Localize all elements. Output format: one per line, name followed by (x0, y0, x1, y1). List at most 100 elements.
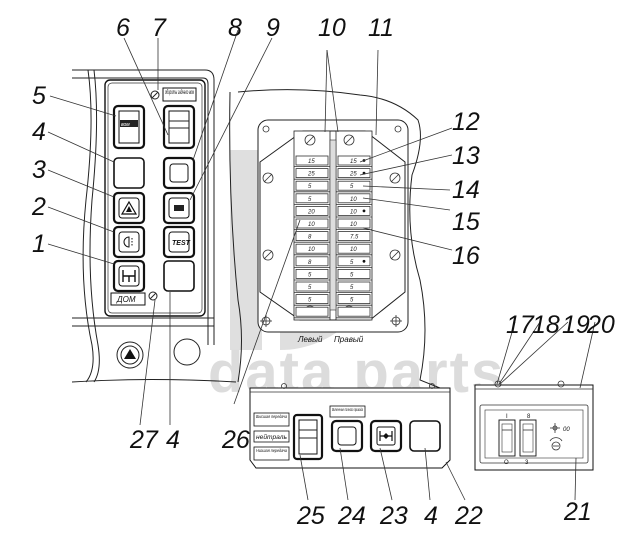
fuse-slot[interactable] (295, 243, 329, 254)
fuse-slot[interactable] (337, 306, 371, 317)
mount-crosshair-icon (260, 315, 272, 327)
high-gear-label: Высшая передача (256, 414, 287, 419)
rocker-switch-5[interactable]: вом (112, 104, 146, 150)
callout-27: 27 (129, 426, 159, 454)
fuse-slot[interactable] (295, 231, 329, 242)
engine-indicator-button-9[interactable] (162, 191, 196, 225)
fuse-slot[interactable] (337, 281, 371, 292)
button-8[interactable] (162, 156, 196, 190)
screw-icon (150, 90, 160, 100)
fuse-rating: 5 (350, 298, 354, 304)
fuse-rating: 25 (307, 172, 315, 178)
callout-17: 17 (506, 311, 535, 339)
fuse-rating: 10 (308, 222, 315, 228)
fuse-rating: 5 (308, 197, 312, 203)
callout-3: 3 (32, 156, 46, 184)
fuse-slot[interactable] (337, 294, 371, 305)
fuse-rating: 8 (308, 260, 312, 266)
callout-4-bottom: 4 (424, 502, 438, 530)
fuse-slot[interactable] (337, 231, 371, 242)
fuse-marker-dot (362, 259, 366, 263)
fuse-rating: 5 (308, 184, 312, 190)
fuse-slot[interactable] (295, 294, 329, 305)
fuse-slot[interactable] (295, 155, 329, 166)
callout-22: 22 (454, 502, 483, 530)
fuse-rating: 5 (350, 184, 354, 190)
fuse-slot[interactable] (295, 180, 329, 191)
symbol-text: 00 (563, 427, 570, 433)
fuse-rating: 15 (350, 159, 357, 165)
callout-numbers: 5 4 3 2 1 6 7 8 9 10 11 12 13 14 15 16 1… (31, 14, 615, 530)
blank-plug-4c (409, 420, 441, 452)
fuse-slot[interactable] (295, 268, 329, 279)
callout-16: 16 (452, 242, 480, 270)
fuse-slot[interactable] (295, 218, 329, 229)
fuse-rating: 10 (350, 247, 357, 253)
switch2-bottom-label: 3 (525, 460, 529, 466)
switch1-top-label: I (506, 414, 508, 420)
left-dashboard-housing (71, 69, 237, 383)
fuse-slot[interactable] (295, 306, 329, 317)
blank-plug-4b (163, 260, 195, 292)
fuse-rating: 5 (308, 298, 312, 304)
hazard-button-outer (116, 341, 144, 369)
callout-12: 12 (452, 108, 480, 136)
fuse-rating: 5 (308, 272, 312, 278)
fuse-slot[interactable] (337, 155, 371, 166)
callout-9: 9 (266, 14, 280, 42)
fuse-rating: 5 (350, 260, 354, 266)
low-gear-label: Низшая передача (256, 448, 287, 453)
crosshair-symbol-icon (550, 423, 560, 433)
fuse-rating: 5 (350, 285, 354, 291)
fuse-slot[interactable] (337, 268, 371, 279)
test-button[interactable]: TEST (162, 225, 196, 259)
right-rocker-switch-2[interactable] (519, 419, 537, 457)
fuse-slot[interactable] (295, 256, 329, 267)
callout-24: 24 (337, 502, 366, 530)
awd-label: Включение полного привода (332, 407, 363, 412)
rotary-knob-icon[interactable] (549, 437, 563, 451)
fuse-rating: 10 (350, 222, 357, 228)
gear-range-switch-25[interactable] (292, 413, 324, 461)
callout-5: 5 (32, 82, 46, 110)
switch2-top-label: 8 (527, 414, 531, 420)
awd-button-24[interactable] (330, 419, 364, 453)
fuse-slot[interactable] (337, 193, 371, 204)
fuse-slot[interactable] (337, 218, 371, 229)
right-rocker-switch-1[interactable] (498, 419, 516, 457)
engine-icon (174, 205, 184, 211)
fuse-left-label: Левый (297, 335, 323, 344)
fuse-rating: 10 (350, 209, 357, 215)
callout-6: 6 (116, 14, 130, 42)
round-cap (173, 338, 201, 366)
headlight-button-2[interactable] (112, 225, 146, 259)
fuse-rating: 25 (349, 172, 357, 178)
fuse-slot[interactable] (337, 205, 371, 216)
hazard-warning-button-3[interactable] (112, 191, 146, 225)
callout-20: 20 (586, 311, 615, 339)
callout-1: 1 (32, 230, 46, 258)
fuse-slot[interactable] (337, 256, 371, 267)
right-switch-panel: I 8 O 3 00 (474, 380, 594, 471)
fuse-block-outline (229, 89, 441, 389)
fuse-slot[interactable] (295, 193, 329, 204)
callout-14: 14 (452, 176, 480, 204)
callout-15: 15 (452, 208, 480, 236)
rocker-switch-6[interactable] (162, 104, 196, 150)
callout-10: 10 (318, 14, 346, 42)
diff-lock-button-1[interactable] (112, 259, 146, 293)
fuse-slot[interactable] (337, 180, 371, 191)
callout-19: 19 (562, 311, 590, 339)
screw-icon (148, 291, 158, 301)
callout-11: 11 (368, 14, 394, 42)
fuse-slot[interactable] (295, 168, 329, 179)
fuse-slot[interactable] (295, 281, 329, 292)
fuse-marker-dot (362, 209, 366, 213)
neutral-label: нейтраль (256, 434, 287, 441)
fuse-slot[interactable] (295, 205, 329, 216)
fuse-slot[interactable] (337, 243, 371, 254)
callout-4-left: 4 (166, 426, 180, 454)
axle-lock-button-23[interactable] (369, 419, 403, 453)
